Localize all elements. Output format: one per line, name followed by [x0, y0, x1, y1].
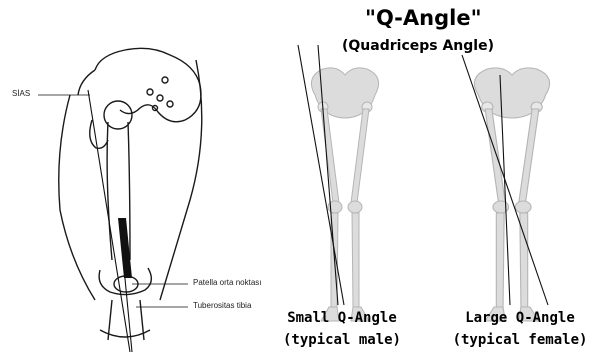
caption-male-line1: Small Q-Angle	[277, 310, 407, 326]
caption-female-line2: (typical female)	[452, 332, 588, 348]
left-leg-drawing	[59, 48, 202, 340]
female-skeleton	[474, 68, 549, 321]
caption-male-line2: (typical male)	[277, 332, 407, 348]
label-sias: SİAS	[12, 89, 30, 98]
figure-subtitle: (Quadriceps Angle)	[342, 38, 494, 54]
label-tuberositas: Tuberositas tibia	[193, 301, 251, 310]
label-patella: Patella orta noktası	[193, 278, 261, 287]
male-skeleton	[311, 68, 378, 321]
figure-title: "Q-Angle"	[365, 6, 482, 30]
label-leaders	[38, 95, 188, 307]
caption-female-line1: Large Q-Angle	[452, 310, 588, 326]
